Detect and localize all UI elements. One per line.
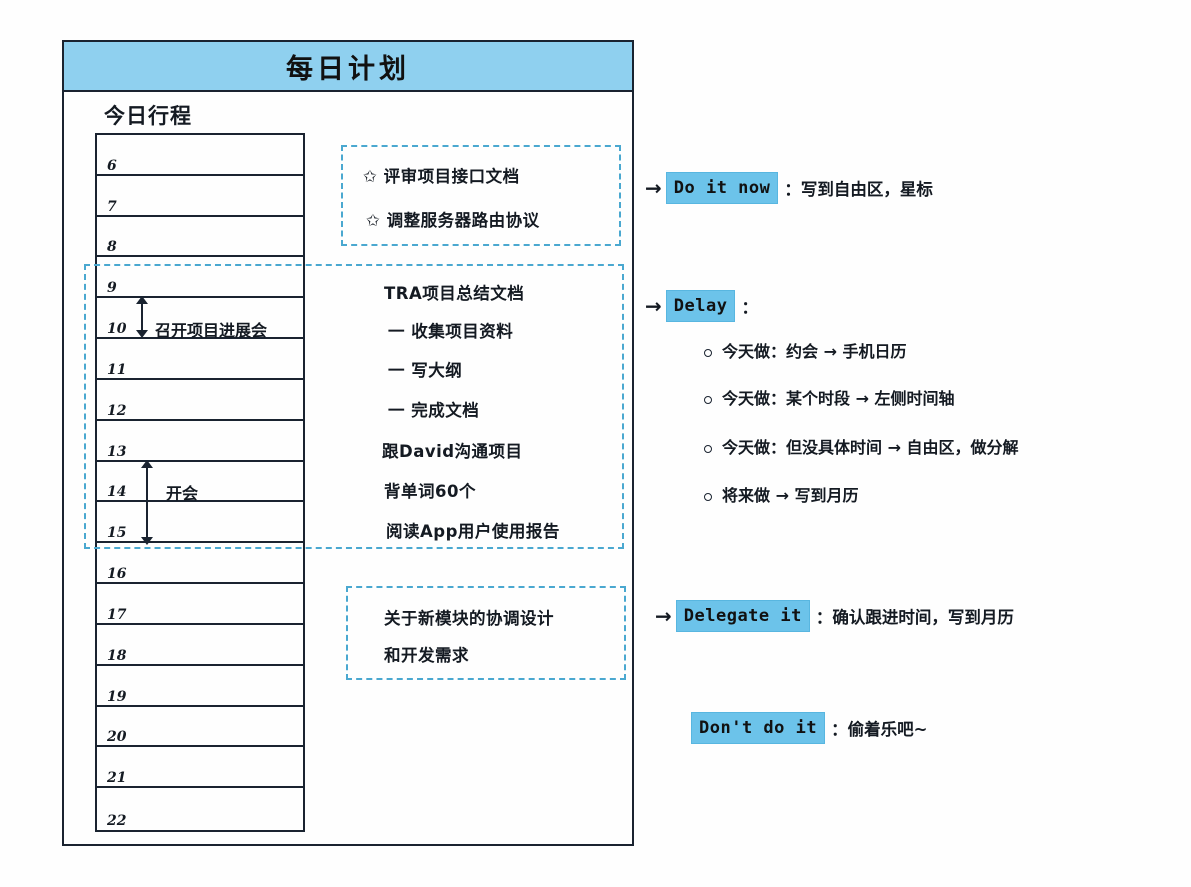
schedule-heading: 今日行程 <box>104 104 192 128</box>
double-arrow-icon <box>141 460 153 545</box>
hour-label: 19 <box>107 688 127 705</box>
hour-label: 12 <box>107 402 127 419</box>
category-dont-do: Don't do it ：偷着乐吧~ <box>691 712 927 744</box>
delay-zone <box>84 264 624 549</box>
page-title: 每日计划 <box>64 42 632 92</box>
hour-label: 16 <box>107 566 127 583</box>
event-meeting: 开会 <box>166 484 199 503</box>
event-progress-meeting: 召开项目进展会 <box>155 321 268 340</box>
task-item: TRA项目总结文档 <box>384 284 525 303</box>
hour-label: 9 <box>107 280 117 297</box>
double-arrow-icon <box>136 296 148 338</box>
time-slot: 16 <box>97 543 303 585</box>
task-item: 阅读App用户使用报告 <box>386 522 560 541</box>
delay-rule: 将来做 → 写到月历 <box>704 482 859 506</box>
hour-label: 22 <box>107 812 127 829</box>
daily-plan-frame: 每日计划 <box>62 40 634 846</box>
do-it-now-zone <box>341 145 621 246</box>
task-item: ✩ 调整服务器路由协议 <box>366 211 540 230</box>
task-item: 背单词60个 <box>384 482 476 501</box>
time-slot: 20 <box>97 707 303 748</box>
delegate-zone <box>346 586 626 680</box>
category-do-it-now: → Do it now ：写到自由区，星标 <box>645 172 933 204</box>
hour-label: 18 <box>107 647 127 664</box>
hour-label: 20 <box>107 729 127 746</box>
delay-badge: Delay <box>665 290 736 322</box>
task-item: 一 写大纲 <box>388 361 463 380</box>
time-slot: 11 <box>97 339 303 380</box>
time-slot: 12 <box>97 380 303 421</box>
bullet-icon <box>704 395 712 404</box>
time-slot: 21 <box>97 747 303 789</box>
category-description: ： <box>741 298 758 317</box>
arrow-right-icon: → <box>655 604 672 628</box>
bullet-icon <box>704 348 712 357</box>
category-description: ：写到自由区，星标 <box>784 180 933 199</box>
arrow-right-icon: → <box>645 294 662 318</box>
time-slot: 14 <box>97 462 303 503</box>
task-item: 跟David沟通项目 <box>382 442 523 461</box>
hour-label: 21 <box>107 770 127 787</box>
time-slot: 18 <box>97 625 303 666</box>
time-slot: 22 <box>97 788 303 829</box>
category-delay: → Delay ： <box>645 290 758 322</box>
time-slot: 13 <box>97 421 303 462</box>
star-icon: ✩ <box>366 211 381 230</box>
hour-label: 7 <box>107 198 117 215</box>
time-slot: 17 <box>97 584 303 625</box>
do-it-now-badge: Do it now <box>665 172 779 204</box>
hour-label: 11 <box>107 361 127 378</box>
time-slot: 8 <box>97 217 303 258</box>
category-description: ：确认跟进时间，写到月历 <box>815 608 1014 627</box>
delay-rule: 今天做：某个时段 → 左侧时间轴 <box>704 385 955 409</box>
time-slot: 15 <box>97 502 303 544</box>
star-icon: ✩ <box>363 167 378 186</box>
hour-label: 8 <box>107 239 117 256</box>
timeline: 6 7 8 9 10 11 12 13 14 15 16 17 18 19 20 21 22 <box>95 133 305 832</box>
category-delegate: → Delegate it ：确认跟进时间，写到月历 <box>655 600 1014 632</box>
time-slot: 7 <box>97 176 303 217</box>
delegate-badge: Delegate it <box>675 600 810 632</box>
hour-label: 17 <box>107 606 127 623</box>
bullet-icon <box>704 492 712 501</box>
bullet-icon <box>704 444 712 453</box>
hour-label: 13 <box>107 443 127 460</box>
hour-label: 15 <box>107 525 127 542</box>
category-description: ：偷着乐吧~ <box>831 720 928 739</box>
time-slot: 19 <box>97 666 303 707</box>
task-item: 一 收集项目资料 <box>388 322 514 341</box>
task-item: 和开发需求 <box>384 646 469 665</box>
hour-label: 6 <box>107 157 117 174</box>
task-item: 关于新模块的协调设计 <box>384 609 554 628</box>
task-item: ✩ 评审项目接口文档 <box>363 167 520 186</box>
time-slot: 9 <box>97 257 303 299</box>
hour-label: 10 <box>107 321 127 338</box>
time-slot: 10 <box>97 298 303 340</box>
hour-label: 14 <box>107 484 127 501</box>
time-slot: 6 <box>97 135 303 176</box>
arrow-right-icon: → <box>645 176 662 200</box>
dont-do-badge: Don't do it <box>691 712 826 744</box>
delay-rule: 今天做：约会 → 手机日历 <box>704 338 907 362</box>
delay-rule: 今天做：但没具体时间 → 自由区，做分解 <box>704 434 1019 458</box>
task-item: 一 完成文档 <box>388 401 480 420</box>
